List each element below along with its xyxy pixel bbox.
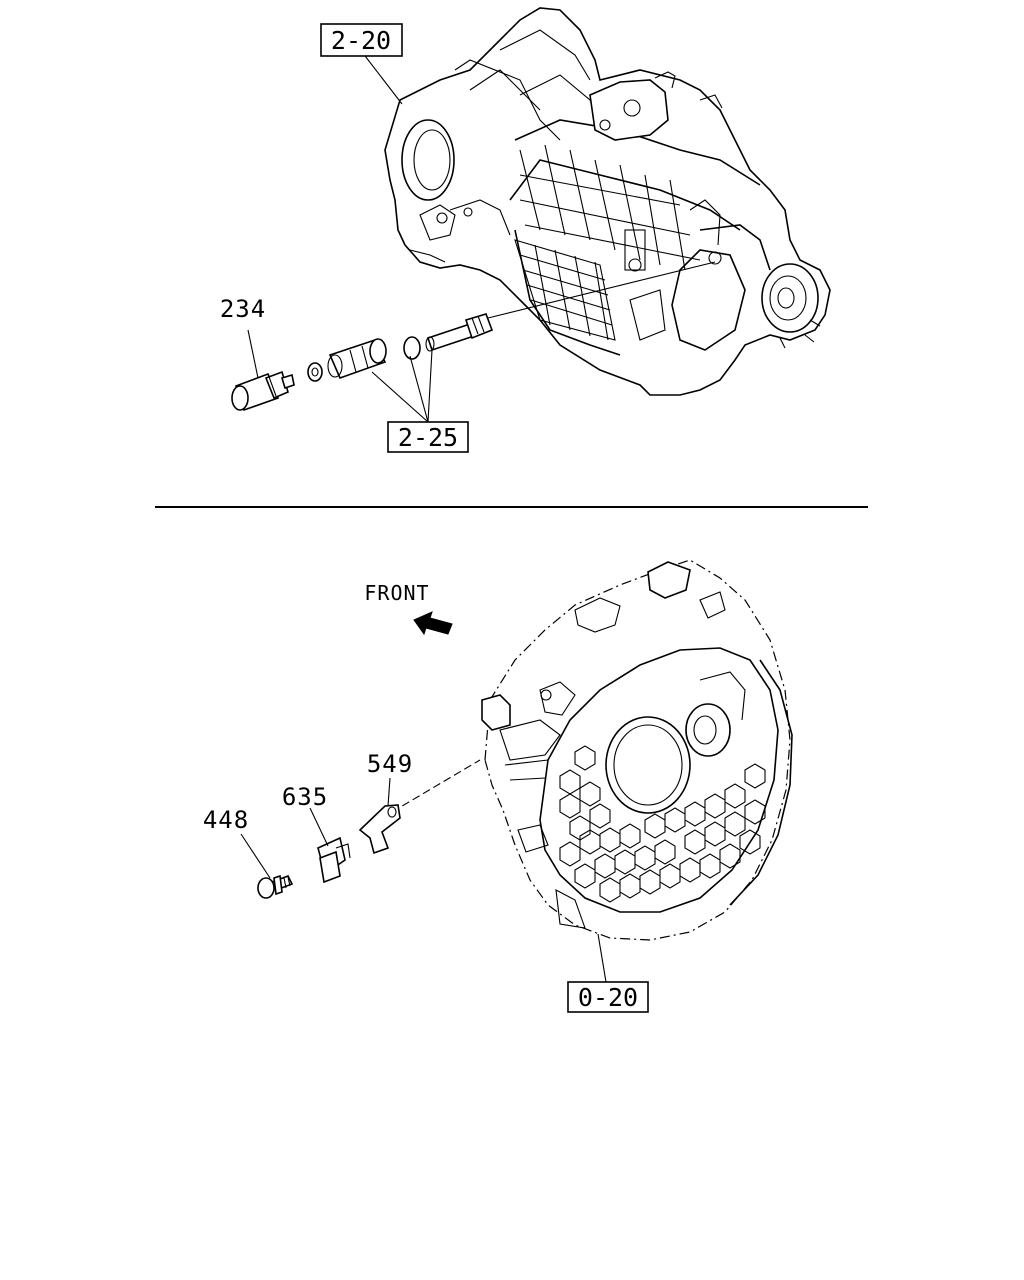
ref-box-2-25: 2-25	[387, 421, 469, 453]
ref-0-20-label: 0-20	[578, 983, 638, 1012]
part-number-635: 635	[282, 783, 328, 811]
ref-2-25-label: 2-25	[398, 423, 458, 452]
front-direction-label: FRONT	[364, 581, 429, 605]
ref-box-2-20: 2-20	[320, 23, 403, 57]
ref-0-20-leader	[597, 933, 607, 983]
speedo-driven-gear-parts	[231, 51, 494, 423]
crank-sensor-parts	[240, 759, 481, 899]
ref-2-20-label: 2-20	[331, 26, 391, 55]
speedo-leader-line	[487, 261, 716, 319]
part-number-549: 549	[367, 750, 413, 778]
honeycomb-ribs	[559, 745, 766, 903]
part-number-234: 234	[220, 295, 266, 323]
part-number-448: 448	[203, 806, 249, 834]
transmission-assembly	[384, 7, 831, 396]
front-arrow-icon	[413, 611, 453, 636]
flywheel-housing	[481, 559, 793, 941]
ref-box-0-20: 0-20	[567, 981, 649, 1013]
